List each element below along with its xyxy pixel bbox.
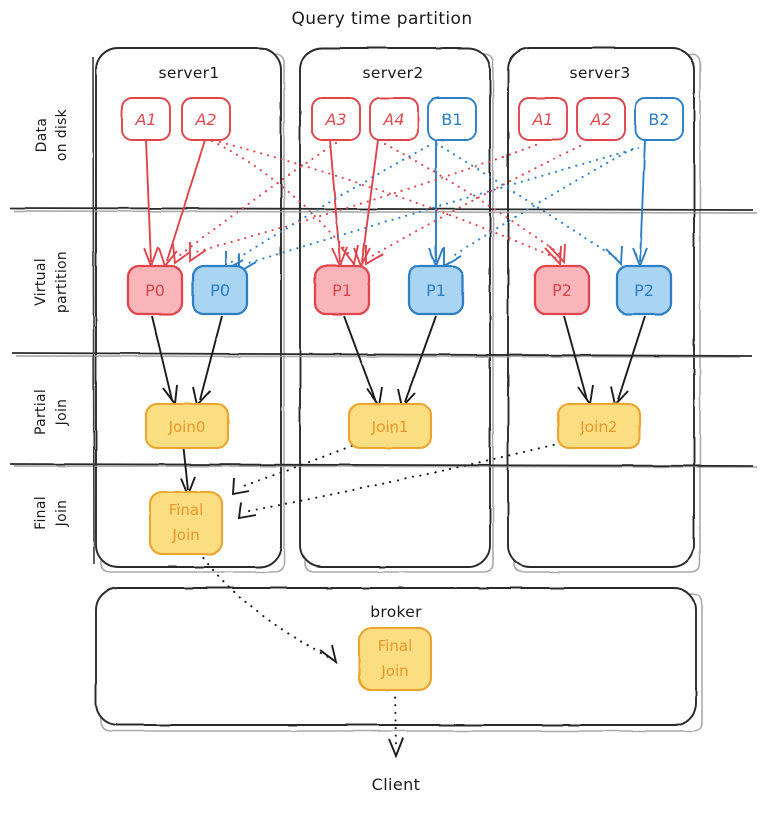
disk-segment-label: A1 <box>134 110 156 129</box>
row-label-virtual-partition: Virtual partition <box>33 251 70 313</box>
disk-segment-label: B1 <box>441 110 462 129</box>
final-join-label-line1: Final <box>169 501 204 519</box>
virtual-partition-label: P1 <box>426 281 446 300</box>
partial-join-label: Join1 <box>371 418 409 436</box>
disk-segment-label: A1 <box>531 110 553 129</box>
virtual-partition-label: P1 <box>332 281 352 300</box>
server-label-server1: server1 <box>158 64 219 82</box>
disk-segment-label: A2 <box>589 110 611 129</box>
row-label-partial-join: Partial Join <box>33 389 70 435</box>
row-label-line2: on disk <box>54 108 70 161</box>
virtual-partition-s2-p1-blue[interactable]: P1 <box>407 264 465 316</box>
partial-join-box-join0[interactable]: Join0 <box>144 402 230 450</box>
row-label-line2: Join <box>54 500 70 528</box>
virtual-partition-s2-p1-red[interactable]: P1 <box>313 264 371 316</box>
row-label-line1: Virtual <box>33 258 49 306</box>
row-label-line1: Final <box>33 496 49 530</box>
diagram-title: Query time partition <box>291 9 472 29</box>
virtual-partition-label: P2 <box>634 281 654 300</box>
client-label: Client <box>372 775 421 794</box>
virtual-partition-s3-p2-red[interactable]: P2 <box>533 264 591 316</box>
virtual-partition-label: P0 <box>145 281 165 300</box>
row-label-data-on-disk: Data on disk <box>34 108 70 161</box>
disk-segment-label: A4 <box>382 110 404 129</box>
final-join-box-broker[interactable]: Final Join <box>357 626 433 692</box>
virtual-partition-s1-p0-blue[interactable]: P0 <box>191 264 249 316</box>
partial-join-box-join2[interactable]: Join2 <box>556 402 642 450</box>
server-label-server2: server2 <box>362 64 423 82</box>
disk-segment-s3-a2[interactable]: A2 <box>576 97 626 141</box>
disk-segment-s3-b2[interactable]: B2 <box>634 97 684 141</box>
row-label-line1: Data <box>34 118 50 153</box>
partial-join-label: Join0 <box>168 418 206 436</box>
server-label-server3: server3 <box>569 64 630 82</box>
row-label-line2: partition <box>54 251 70 313</box>
row-label-line2: Join <box>54 399 70 427</box>
disk-segment-s3-a1[interactable]: A1 <box>518 97 568 141</box>
virtual-partition-label: P0 <box>210 281 230 300</box>
row-label-final-join: Final Join <box>33 496 70 530</box>
virtual-partition-s1-p0-red[interactable]: P0 <box>126 264 184 316</box>
partial-join-box-join1[interactable]: Join1 <box>347 402 433 450</box>
final-join-label-line2: Join <box>380 662 408 680</box>
disk-segment-label: A3 <box>324 110 346 129</box>
partial-join-label: Join2 <box>580 418 618 436</box>
disk-segment-s1-a1[interactable]: A1 <box>121 97 171 141</box>
disk-segment-s2-a4[interactable]: A4 <box>369 97 419 141</box>
disk-segment-label: A2 <box>194 110 216 129</box>
disk-segment-label: B2 <box>648 110 669 129</box>
final-join-label-line1: Final <box>378 637 413 655</box>
virtual-partition-s3-p2-blue[interactable]: P2 <box>615 264 673 316</box>
disk-segment-s1-a2[interactable]: A2 <box>181 97 231 141</box>
final-join-label-line2: Join <box>171 526 199 544</box>
disk-segment-s2-b1[interactable]: B1 <box>427 97 477 141</box>
disk-segment-s2-a3[interactable]: A3 <box>311 97 361 141</box>
broker-label: broker <box>370 603 422 621</box>
virtual-partition-label: P2 <box>552 281 572 300</box>
row-label-line1: Partial <box>33 389 49 435</box>
final-join-box-server1[interactable]: Final Join <box>148 490 224 556</box>
